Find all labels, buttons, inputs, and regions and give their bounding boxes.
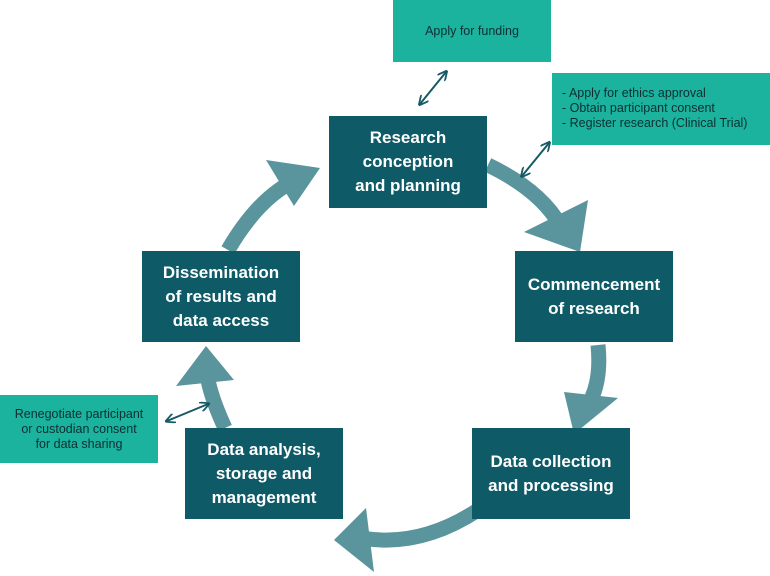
note-ethics-approval: - Apply for ethics approval - Obtain par…: [552, 73, 770, 145]
link-arrow-consent: [167, 404, 208, 421]
note-apply-funding: Apply for funding: [393, 0, 551, 62]
stage-dissemination: Dissemination of results and data access: [142, 251, 300, 342]
arrow-analysis-to-dissemination: [200, 378, 232, 432]
arrowhead-commencement: [524, 200, 588, 252]
stage-data-collection: Data collection and processing: [472, 428, 630, 519]
stage-commencement: Commencement of research: [515, 251, 673, 342]
link-arrow-ethics: [522, 143, 549, 176]
note-renegotiate-consent: Renegotiate participant or custodian con…: [0, 395, 158, 463]
stage-data-analysis: Data analysis, storage and management: [185, 428, 343, 519]
arrowhead-collection: [564, 392, 618, 434]
arrowhead-planning: [266, 160, 320, 206]
link-arrow-funding: [420, 72, 446, 104]
arrowhead-dissemination: [176, 346, 234, 386]
arrowhead-analysis: [334, 508, 374, 572]
stage-research-planning: Research conception and planning: [329, 116, 487, 208]
arrow-collection-to-analysis: [360, 503, 483, 548]
